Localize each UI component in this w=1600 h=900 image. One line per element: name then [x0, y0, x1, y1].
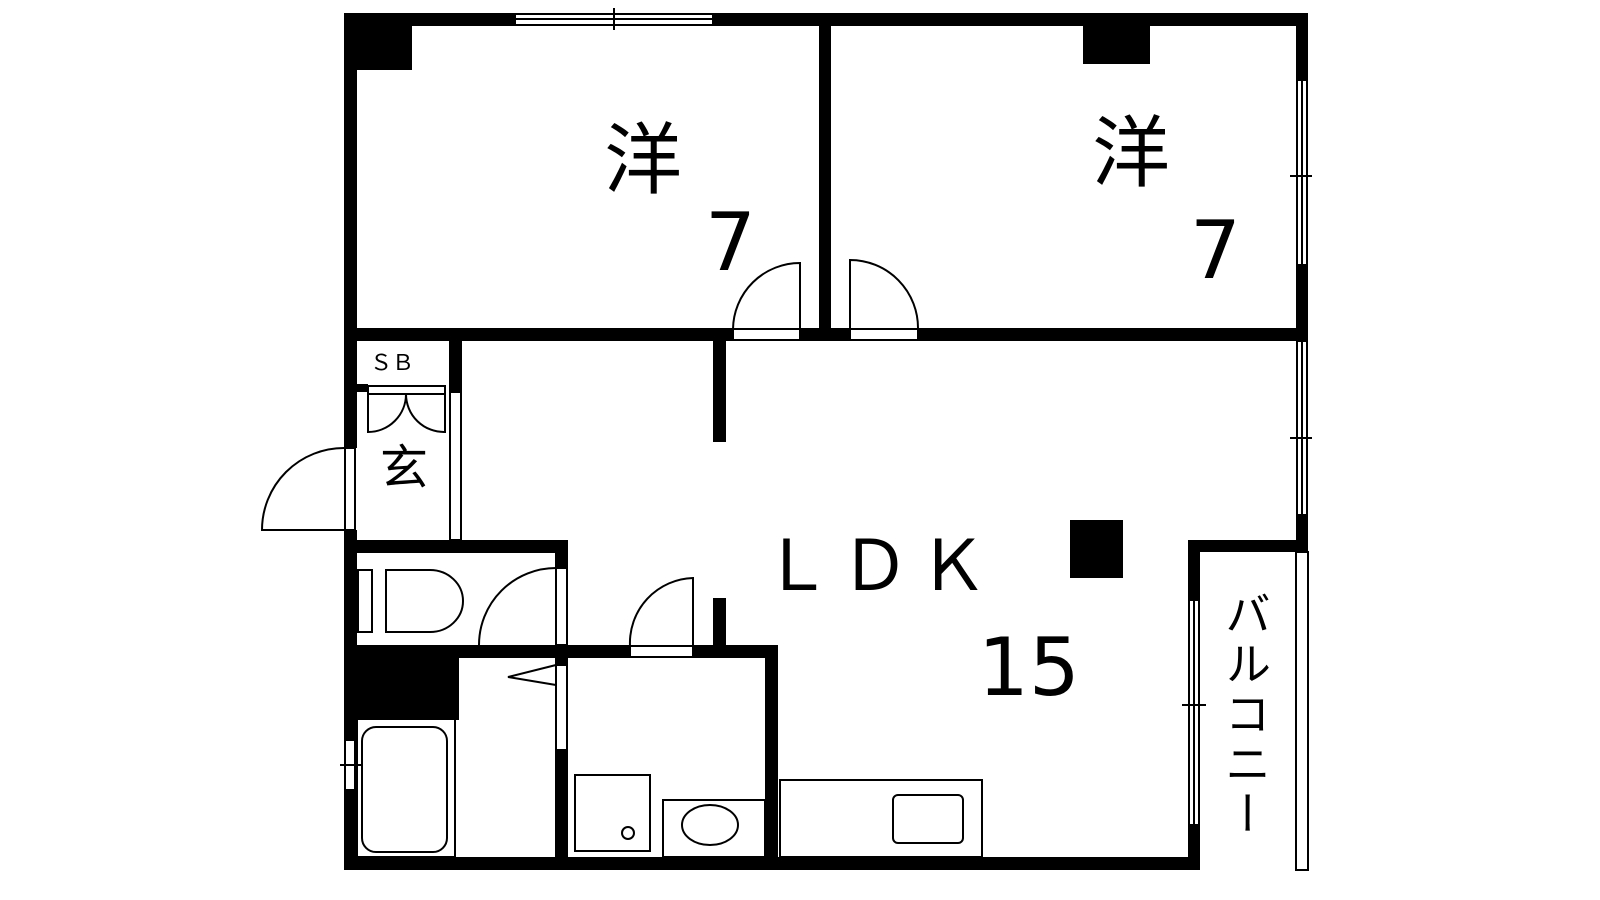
- fixtures: [356, 569, 983, 858]
- washbasin: [662, 799, 766, 858]
- bedroom1-size: 7: [705, 196, 756, 289]
- bedroom2-size: 7: [1190, 204, 1241, 297]
- bedroom2-type: 洋: [1092, 109, 1170, 199]
- entrance-label: 玄: [380, 440, 428, 496]
- balcony-label: バルコニー: [1218, 590, 1272, 840]
- bathtub: [361, 726, 448, 853]
- doors: [260, 258, 920, 751]
- storage-label: ＳＢ: [370, 351, 414, 376]
- bedroom1-type: 洋: [604, 116, 682, 206]
- toilet: [385, 569, 464, 633]
- column: [1070, 520, 1123, 578]
- walls: [344, 13, 1308, 870]
- washer-pan: [574, 774, 651, 852]
- ldk-label: ＬＤＫ: [762, 525, 996, 607]
- ldk-size: 15: [978, 621, 1080, 714]
- windows: [340, 8, 1312, 871]
